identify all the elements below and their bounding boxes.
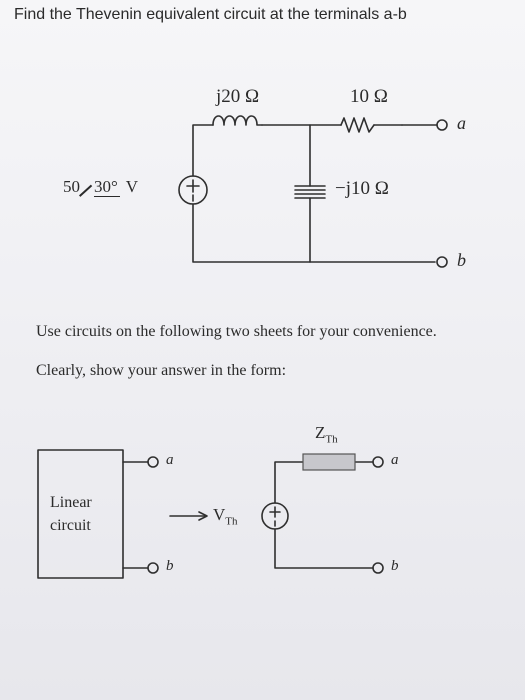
instruction-line-2: Clearly, show your answer in the form:	[36, 362, 287, 379]
terminal-b-label: b	[457, 250, 466, 270]
vth-label: VTh	[213, 505, 238, 527]
box-terminal-a-node	[147, 456, 159, 468]
zth-label: ZTh	[315, 423, 338, 445]
thevenin-terminal-b-label: b	[391, 558, 399, 574]
source-angle-symbol: 30°	[80, 177, 122, 197]
resistor-label: 10 Ω	[350, 86, 388, 107]
thevenin-terminal-a-label: a	[391, 452, 399, 468]
box-label-line-1: Linear	[50, 494, 92, 511]
left-top-wire	[192, 124, 214, 177]
resistor	[340, 117, 375, 133]
voltage-source	[178, 175, 208, 205]
capacitor-bottom-plate	[294, 193, 326, 199]
thevenin-bottom-wire	[274, 528, 374, 569]
source-angle: 30°	[94, 177, 120, 197]
source-unit: V	[125, 177, 139, 196]
terminal-a-node	[436, 119, 448, 131]
arrow-icon	[198, 511, 208, 521]
bottom-wire	[192, 203, 436, 263]
box-label-line-2: circuit	[50, 517, 91, 534]
terminal-b-node	[436, 256, 448, 268]
linear-circuit-box	[37, 449, 124, 579]
inductor	[212, 115, 263, 126]
vth-main: V	[213, 505, 226, 524]
source-magnitude: 50	[63, 177, 80, 196]
inductor-label: j20 Ω	[216, 86, 260, 107]
capacitor-top-plate	[294, 185, 326, 191]
plus-sign-icon	[186, 179, 200, 193]
thevenin-terminal-a-node	[372, 456, 384, 468]
capacitor-label: −j10 Ω	[335, 178, 389, 199]
box-terminal-b-label: b	[166, 558, 174, 574]
box-terminal-a-label: a	[166, 452, 174, 468]
thevenin-top-left-wire	[274, 461, 304, 504]
instruction-line-1: Use circuits on the following two sheets…	[36, 323, 437, 340]
zth-subscript: Th	[325, 433, 338, 446]
terminal-a-label: a	[457, 113, 466, 133]
source-label: 50 30° V	[63, 177, 138, 197]
vth-plus-icon	[269, 506, 281, 518]
thevenin-terminal-b-node	[372, 562, 384, 574]
zth-main: Z	[315, 423, 326, 442]
vth-subscript: Th	[225, 515, 238, 528]
problem-title: Find the Thevenin equivalent circuit at …	[14, 6, 407, 23]
zth-impedance-box	[302, 453, 356, 471]
box-terminal-b-node	[147, 562, 159, 574]
